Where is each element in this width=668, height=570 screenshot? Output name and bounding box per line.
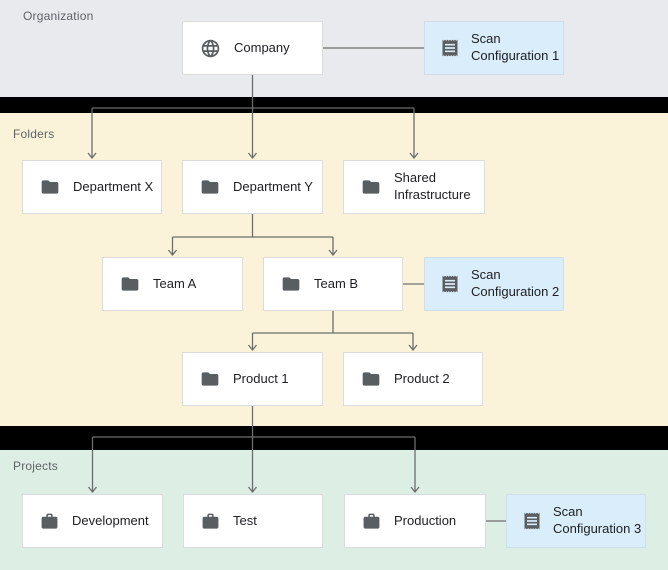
node-team-a: Team A bbox=[102, 257, 243, 311]
receipt-icon bbox=[440, 38, 460, 58]
node-label: Test bbox=[233, 512, 257, 528]
organization-section-label: Organization bbox=[23, 9, 94, 23]
node-label: Shared Infrastructure bbox=[394, 170, 471, 202]
organization-section bbox=[0, 0, 668, 97]
node-department-y: Department Y bbox=[182, 160, 323, 214]
node-shared-infrastructure: Shared Infrastructure bbox=[343, 160, 485, 214]
node-label: Scan Configuration 2 bbox=[471, 267, 560, 299]
section-divider bbox=[0, 426, 668, 450]
receipt-icon bbox=[440, 274, 460, 294]
node-development: Development bbox=[22, 494, 163, 548]
node-label: Product 2 bbox=[394, 370, 450, 386]
node-label: Team B bbox=[314, 275, 359, 291]
folders-section-label: Folders bbox=[13, 127, 55, 141]
briefcase-icon bbox=[362, 512, 381, 531]
node-label: Development bbox=[72, 512, 149, 528]
briefcase-icon bbox=[40, 512, 59, 531]
receipt-icon bbox=[522, 511, 542, 531]
node-label: Department X bbox=[73, 178, 154, 194]
node-test: Test bbox=[183, 494, 323, 548]
node-label: Production bbox=[394, 512, 457, 528]
node-scan-configuration-2: Scan Configuration 2 bbox=[424, 257, 564, 311]
node-label: Scan Configuration 1 bbox=[471, 31, 560, 63]
folder-icon bbox=[40, 177, 60, 197]
projects-section-label: Projects bbox=[13, 459, 58, 473]
node-product-2: Product 2 bbox=[343, 352, 483, 406]
node-scan-configuration-3: Scan Configuration 3 bbox=[506, 494, 646, 548]
globe-icon bbox=[200, 38, 221, 59]
folder-icon bbox=[281, 274, 301, 294]
folder-icon bbox=[120, 274, 140, 294]
section-divider bbox=[0, 97, 668, 113]
node-scan-configuration-1: Scan Configuration 1 bbox=[424, 21, 564, 75]
node-production: Production bbox=[344, 494, 486, 548]
node-label: Product 1 bbox=[233, 370, 289, 386]
node-company: Company bbox=[182, 21, 323, 75]
folder-icon bbox=[200, 369, 220, 389]
node-department-x: Department X bbox=[22, 160, 162, 214]
folder-icon bbox=[361, 369, 381, 389]
node-label: Team A bbox=[153, 275, 197, 291]
folder-icon bbox=[200, 177, 220, 197]
folder-icon bbox=[361, 177, 381, 197]
node-product-1: Product 1 bbox=[182, 352, 323, 406]
node-label: Scan Configuration 3 bbox=[553, 504, 642, 536]
briefcase-icon bbox=[201, 512, 220, 531]
node-label: Company bbox=[234, 39, 290, 55]
node-team-b: Team B bbox=[263, 257, 403, 311]
node-label: Department Y bbox=[233, 178, 313, 194]
